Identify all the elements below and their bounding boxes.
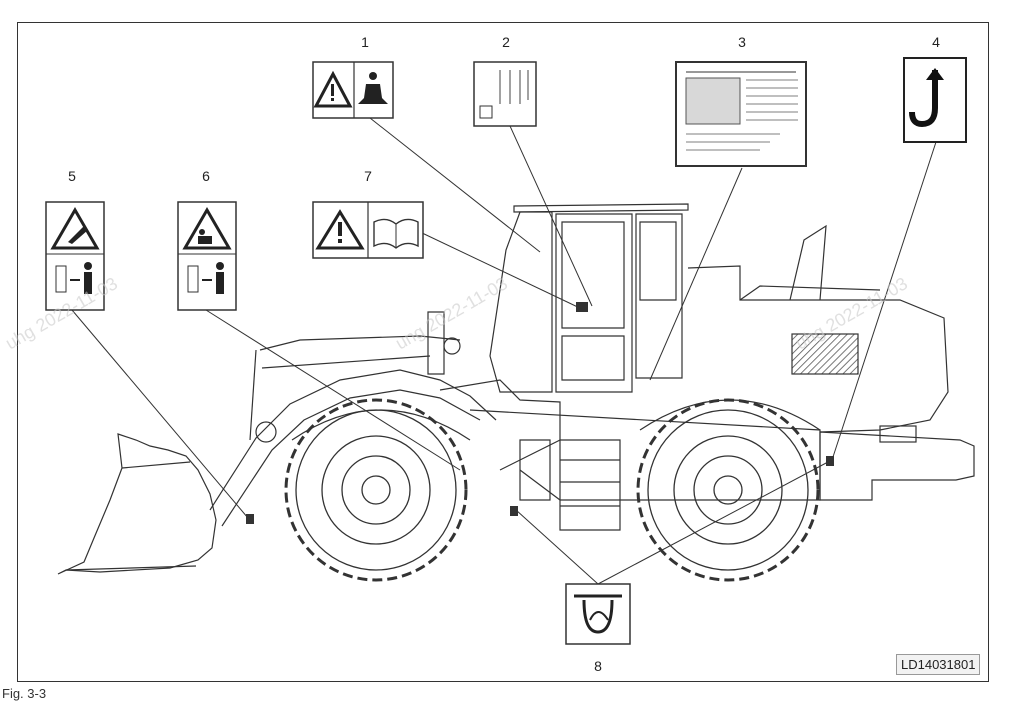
steps bbox=[559, 439, 621, 531]
figure-caption: Fig. 3-3 bbox=[2, 686, 47, 701]
bucket bbox=[57, 433, 217, 575]
cab-front bbox=[489, 211, 553, 393]
counterweight bbox=[819, 431, 975, 501]
front-wheel bbox=[284, 398, 468, 582]
decal-6-pinch-hazard bbox=[177, 201, 237, 311]
label-6: 6 bbox=[202, 168, 210, 184]
exhaust-stack bbox=[789, 224, 827, 301]
loader-body bbox=[57, 203, 975, 575]
engine-hood bbox=[687, 265, 949, 433]
link-arm bbox=[259, 335, 461, 351]
boom-arm bbox=[209, 369, 497, 511]
decal-3-specification-plate bbox=[675, 61, 807, 167]
svg-text:ung 2022-11-03: ung 2022-11-03 bbox=[392, 273, 511, 353]
label-2: 2 bbox=[502, 34, 510, 50]
decal-5-crush-hazard bbox=[45, 201, 105, 311]
label-1: 1 bbox=[361, 34, 369, 50]
label-5: 5 bbox=[68, 168, 76, 184]
label-7: 7 bbox=[364, 168, 372, 184]
leader-lines bbox=[71, 117, 937, 585]
rear-wheel bbox=[636, 398, 820, 582]
cab-roof bbox=[513, 203, 689, 213]
decal-7-read-manual bbox=[312, 201, 424, 259]
decal-4-lifting-hook bbox=[903, 57, 967, 143]
watermark: uhg 2022-11-03 ung 2022-11-03 uhg 2022-1… bbox=[2, 273, 911, 353]
cab-door bbox=[555, 213, 633, 393]
label-3: 3 bbox=[738, 34, 746, 50]
decal-8-tie-down bbox=[565, 583, 631, 645]
decal-1-warning-seatbelt bbox=[312, 61, 394, 119]
drawing-code: LD14031801 bbox=[896, 654, 981, 675]
decal-markers bbox=[246, 302, 834, 524]
label-4: 4 bbox=[932, 34, 940, 50]
decal-2-caution-text bbox=[473, 61, 537, 127]
drawing-frame bbox=[17, 22, 989, 682]
grille bbox=[791, 333, 859, 375]
label-8: 8 bbox=[594, 658, 602, 674]
